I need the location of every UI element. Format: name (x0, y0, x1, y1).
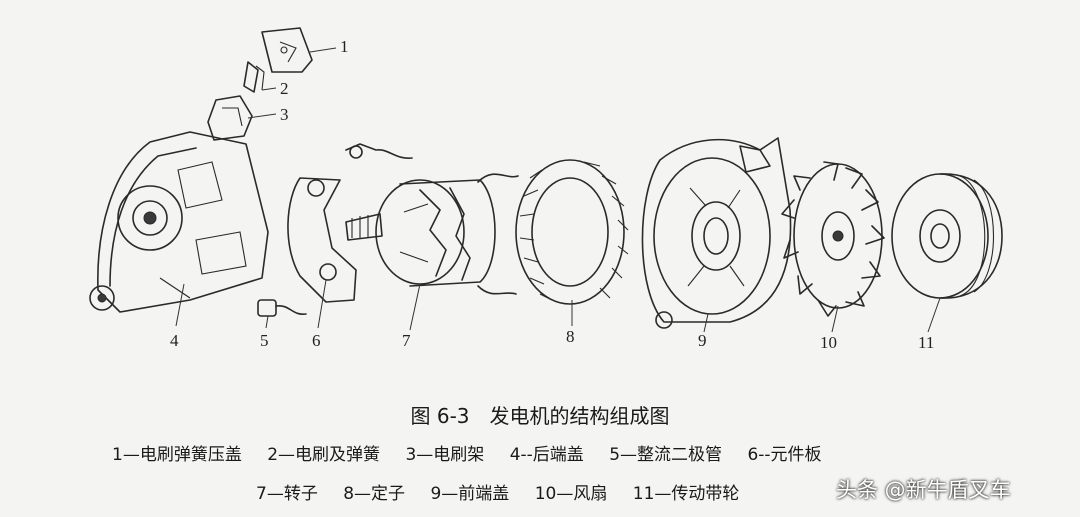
callout-7: 7 (402, 331, 411, 350)
legend-item: 5—整流二极管 (609, 445, 723, 465)
callout-9: 9 (698, 331, 707, 350)
legend-item: 11—传动带轮 (632, 484, 740, 504)
figure-caption: 图 6-3 发电机的结构组成图 (410, 404, 670, 428)
callout-4: 4 (170, 331, 179, 350)
part-drive-belt-pulley (891, 173, 1003, 299)
legend-item: 1—电刷弹簧压盖 (112, 445, 242, 465)
callout-10: 10 (820, 333, 837, 352)
legend-row-1: 1—电刷弹簧压盖 2—电刷及弹簧 3—电刷架 4--后端盖 5—整流二极管 6-… (112, 440, 842, 465)
part-brush-holder (207, 95, 253, 141)
part-fan (781, 161, 885, 317)
part-brush-and-spring (243, 61, 265, 93)
part-rectifier-diode (257, 299, 307, 317)
legend-item: 4--后端盖 (509, 445, 584, 465)
part-rear-end-cover (89, 131, 269, 313)
part-front-end-cover (641, 137, 792, 329)
callout-2: 2 (280, 79, 289, 98)
callout-8: 8 (566, 327, 575, 346)
callout-leaders (175, 47, 941, 333)
callout-5: 5 (260, 331, 269, 350)
part-stator (477, 159, 629, 305)
callout-6: 6 (312, 331, 321, 350)
callout-3: 3 (280, 105, 289, 124)
watermark: 头条 @新牛盾叉车 (836, 478, 1011, 502)
alternator-exploded-diagram: 1 2 3 4 5 6 7 8 9 10 11 (89, 27, 1003, 352)
legend-item: 9—前端盖 (430, 484, 510, 504)
legend-item: 7—转子 (256, 484, 318, 504)
legend-item: 6--元件板 (747, 445, 822, 465)
legend-item: 8—定子 (343, 484, 406, 504)
part-element-plate (287, 143, 413, 303)
part-brush-spring-cover (261, 27, 313, 73)
legend-item: 3—电刷架 (405, 445, 485, 465)
legend-item: 2—电刷及弹簧 (267, 445, 381, 465)
part-rotor (345, 179, 496, 287)
callout-1: 1 (340, 37, 349, 56)
legend-item: 10—风扇 (534, 484, 608, 504)
callout-11: 11 (918, 333, 934, 352)
legend-row-2: 7—转子 8—定子 9—前端盖 10—风扇 11—传动带轮 (256, 479, 759, 504)
